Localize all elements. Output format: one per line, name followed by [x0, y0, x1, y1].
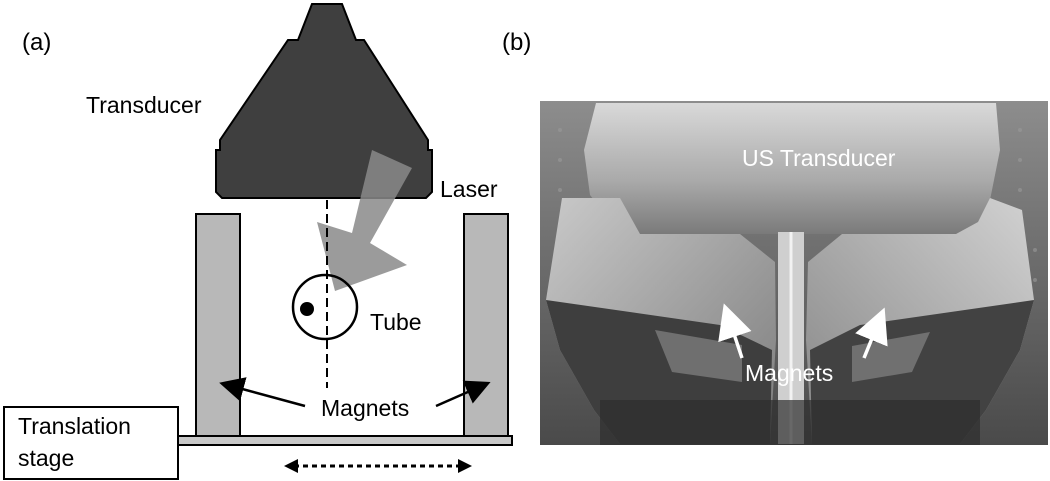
magnet-left — [195, 213, 241, 437]
magnets-label: Magnets — [321, 395, 409, 421]
panel-a: (a) Transducer Laser Tube Magnets Transl… — [3, 3, 513, 480]
magnets-arrow-left — [219, 377, 306, 408]
magnets-arrow-right-photo — [855, 307, 888, 359]
magnets-arrow-left-photo — [718, 303, 752, 359]
panel-a-label: (a) — [22, 29, 51, 56]
us-transducer-photo — [584, 103, 1000, 234]
translation-arrow-head-right — [458, 459, 472, 473]
magnets-arrow-right — [435, 380, 491, 408]
us-transducer-label: US Transducer — [742, 145, 896, 171]
stage-label-line1: Translation — [18, 413, 131, 439]
stage-label-line2: stage — [18, 445, 74, 471]
translation-arrow-head-left — [284, 459, 298, 473]
panel-b-label: (b) — [502, 29, 531, 56]
particle-dot — [300, 302, 314, 316]
magnets-label-photo: Magnets — [745, 360, 833, 386]
laser-label: Laser — [440, 176, 498, 202]
transducer-label: Transducer — [86, 92, 202, 118]
translation-stage-box — [3, 406, 179, 480]
laser-arrow — [317, 150, 412, 291]
transducer-body — [215, 3, 433, 199]
panel-b: (b) US Transducer Magnets — [502, 29, 1048, 445]
magnet-left-insert — [655, 330, 742, 382]
stage-rail — [177, 435, 513, 446]
magnet-right — [463, 213, 509, 437]
photo-background-holes — [558, 128, 1037, 282]
tube-label: Tube — [370, 309, 422, 335]
photo-base — [600, 400, 980, 445]
tube-circle — [291, 273, 359, 341]
